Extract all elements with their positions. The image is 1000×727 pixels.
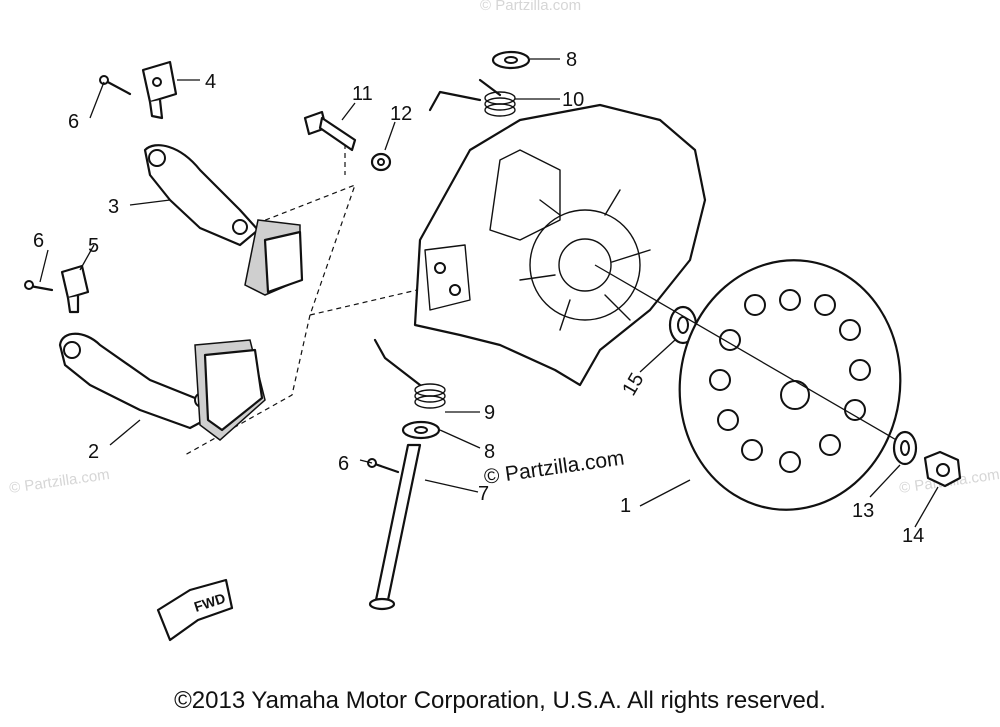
faint-watermark-top: © Partzilla.com	[480, 0, 581, 14]
part-13-washer	[892, 430, 918, 466]
callout-9: 9	[484, 402, 495, 424]
copyright-footer: ©2013 Yamaha Motor Corporation, U.S.A. A…	[174, 687, 826, 714]
part-6-screw-lower	[367, 458, 400, 474]
callout-3: 3	[108, 196, 119, 218]
callout-8-lower: 8	[484, 441, 495, 463]
faint-watermark-left: © Partzilla.com	[8, 466, 110, 497]
part-11-bolt	[303, 110, 357, 152]
callout-10: 10	[562, 89, 584, 111]
part-9-spring	[373, 338, 446, 409]
callout-6-left: 6	[33, 230, 44, 252]
part-12-nut	[370, 152, 392, 172]
part-3-upper-arm	[143, 144, 304, 296]
part-6-screw-upper	[99, 75, 132, 96]
callout-11: 11	[352, 83, 373, 105]
callout-2: 2	[88, 441, 99, 463]
callout-12: 12	[390, 103, 412, 125]
callout-13: 13	[852, 500, 874, 522]
callout-4: 4	[205, 71, 216, 93]
fwd-arrow: FWD	[156, 578, 234, 642]
callout-1: 1	[620, 495, 631, 517]
callout-5: 5	[88, 235, 99, 257]
partzilla-watermark: © Partzilla.com	[482, 446, 625, 488]
part-6-screw-left	[24, 280, 54, 292]
part-10-spring	[428, 78, 516, 117]
callout-15: 15	[618, 369, 648, 399]
callout-14: 14	[902, 525, 924, 547]
callout-8-top: 8	[566, 49, 577, 71]
part-2-lower-arm	[58, 332, 266, 441]
housing-bracket	[413, 103, 707, 387]
part-4-pivot-block	[141, 60, 178, 120]
part-7-shaft	[368, 443, 422, 611]
part-1-disc	[594, 259, 906, 511]
callout-7: 7	[478, 483, 489, 505]
part-8-washer-lower	[401, 420, 441, 440]
part-5-pivot-block	[60, 264, 90, 314]
callout-6-lower: 6	[338, 453, 349, 475]
part-14-nut	[923, 450, 962, 488]
part-8-washer-top	[491, 50, 531, 70]
leader-lines	[39, 58, 939, 528]
callout-6-upper: 6	[68, 111, 79, 133]
